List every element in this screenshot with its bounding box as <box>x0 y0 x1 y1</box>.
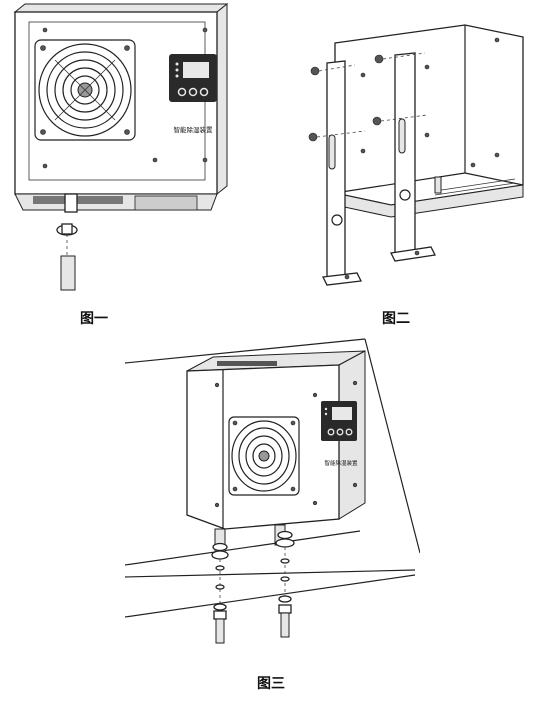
control-panel-icon <box>169 54 217 102</box>
screw-mid-right <box>372 114 428 126</box>
figure-1-drawing: 智能除湿装置 <box>13 2 229 291</box>
top-vent <box>217 361 277 366</box>
bracket-left <box>322 60 362 286</box>
figure-2-drawing <box>308 24 524 286</box>
bracket-right <box>390 52 436 262</box>
wall-top-edge <box>125 338 366 364</box>
figure-3: 智能除湿装置 <box>125 335 420 660</box>
control-panel-icon-3 <box>321 401 357 441</box>
panel-label-3: 智能除湿装置 <box>324 459 358 467</box>
plate-top-edge <box>125 569 416 578</box>
fan-icon-3 <box>228 416 300 496</box>
mounting-bracket <box>64 193 78 213</box>
figure-2-caption: 图二 <box>382 311 410 327</box>
figure-2 <box>295 15 530 300</box>
wall-side-edge <box>364 338 420 554</box>
drain-nozzle <box>434 176 442 194</box>
figure-1: 智能除湿装置 <box>5 0 235 295</box>
housing-side <box>216 2 228 196</box>
housing-top <box>13 3 229 13</box>
figure-1-caption: 图一 <box>80 311 108 327</box>
screw-top-left <box>310 64 356 76</box>
panel-label: 智能除湿装置 <box>174 125 214 134</box>
screw-top-right <box>374 52 426 64</box>
terminal-block <box>134 195 198 211</box>
bolt-head <box>61 223 73 235</box>
figure-3-caption: 图三 <box>257 676 285 692</box>
vent-slot <box>33 196 123 204</box>
mount-left <box>211 528 229 644</box>
fan-icon <box>34 39 136 141</box>
figure-3-drawing: 智能除湿装置 <box>125 338 420 644</box>
mount-right <box>274 524 295 638</box>
housing-front <box>186 364 340 530</box>
plate-bottom-edge <box>125 574 416 618</box>
mounting-rod <box>60 255 76 291</box>
screw-mid-left <box>308 130 366 142</box>
surface-front-edge <box>125 530 361 566</box>
